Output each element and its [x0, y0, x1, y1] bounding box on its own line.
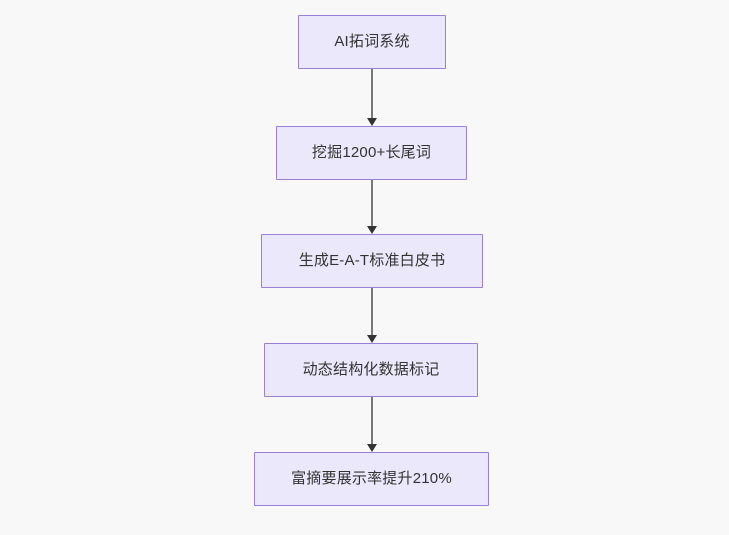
flow-node-label: 动态结构化数据标记 [302, 361, 440, 378]
edge-line [371, 180, 373, 226]
arrowhead-icon [367, 444, 377, 452]
edge-line [371, 288, 373, 335]
flow-node-generate-eat-whitepaper[interactable]: 生成E-A-T标准白皮书 [261, 234, 483, 288]
flow-node-dynamic-structured-data-markup[interactable]: 动态结构化数据标记 [264, 343, 478, 397]
flow-node-label: 生成E-A-T标准白皮书 [298, 252, 446, 269]
edge-line [371, 69, 373, 118]
flow-node-label: 挖掘1200+长尾词 [311, 144, 432, 161]
flow-node-mine-longtail-keywords[interactable]: 挖掘1200+长尾词 [276, 126, 467, 180]
arrowhead-icon [367, 118, 377, 126]
arrowhead-icon [367, 335, 377, 343]
arrowhead-icon [367, 226, 377, 234]
flow-node-label: 富摘要展示率提升210% [291, 470, 452, 487]
flow-node-ai-keyword-system[interactable]: AI拓词系统 [298, 15, 446, 69]
edge-line [371, 397, 373, 444]
flow-node-rich-snippet-impression-uplift[interactable]: 富摘要展示率提升210% [254, 452, 489, 506]
flow-node-label: AI拓词系统 [334, 33, 410, 50]
